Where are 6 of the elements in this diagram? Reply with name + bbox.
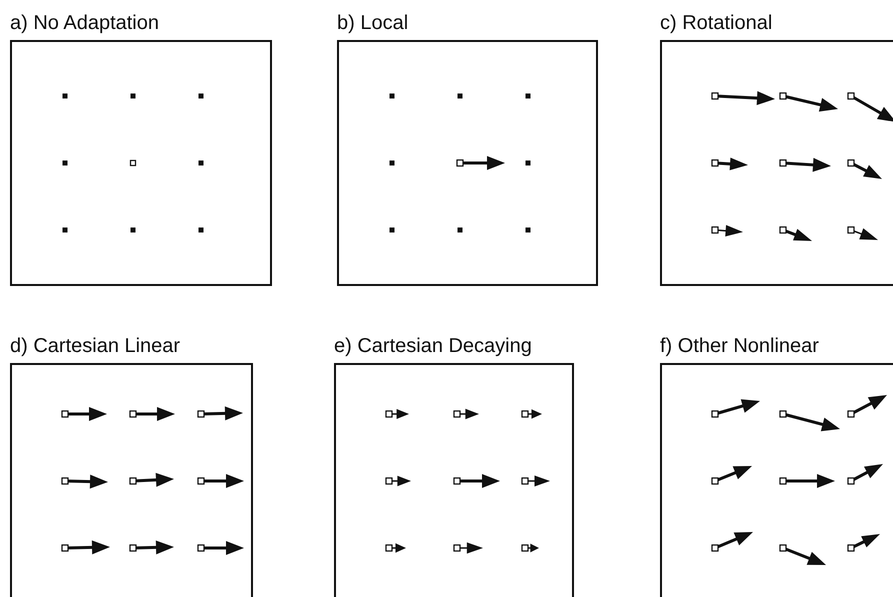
panel-title: f) Other Nonlinear <box>660 334 819 358</box>
panel-title: d) Cartesian Linear <box>10 334 180 358</box>
panel-title: e) Cartesian Decaying <box>334 334 532 358</box>
panel-title: c) Rotational <box>660 11 772 35</box>
panel-title: b) Local <box>337 11 408 35</box>
panel-title: a) No Adaptation <box>10 11 159 35</box>
